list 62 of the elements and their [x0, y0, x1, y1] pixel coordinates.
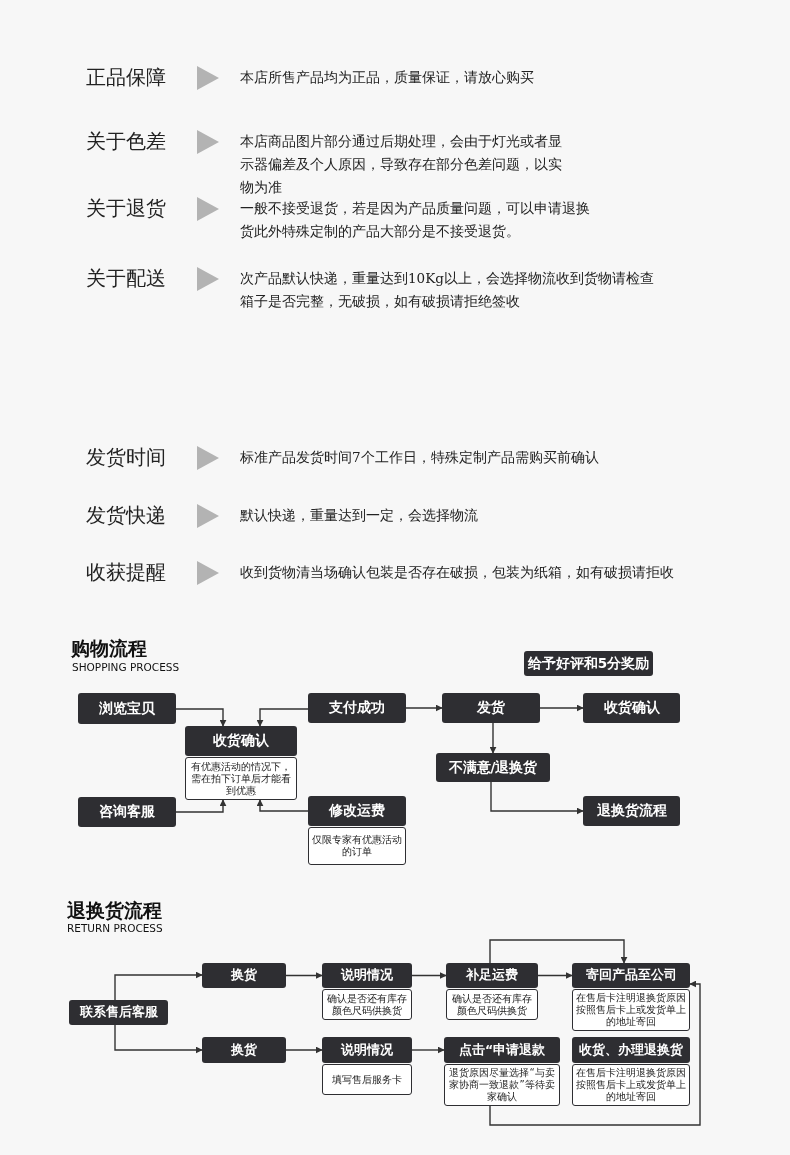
row-heading: 关于色差 [86, 128, 166, 155]
process-box: 收货确认 [185, 726, 297, 756]
arrow [285, 1046, 323, 1054]
description-text: 一般不接受退货，若是因为产品质量问题，可以申请退换货此外特殊定制的产品大部分是不接受退货。 [240, 199, 591, 241]
row-heading: 收获提醒 [86, 559, 166, 586]
process-box: 不满意/退换货 [436, 753, 550, 782]
section-title: 购物流程 [71, 636, 147, 661]
arrow [411, 972, 447, 979]
section-subtitle: SHOPPING PROCESS [72, 661, 180, 673]
note-box: 退货原因尽量选择“与卖家协商一致退款”等待卖家确认 [444, 1064, 560, 1106]
description-text: 本店所售产品均为正品，质量保证，请放心购买 [240, 68, 535, 87]
process-box: 退换货流程 [583, 796, 680, 826]
note-box: 仅限专家有优惠活动的订单 [308, 827, 406, 865]
note-box: 有优惠活动的情况下，需在拍下订单后才能看到优惠 [185, 757, 297, 800]
note-box: 确认是否还有库存颜色尺码供换货 [322, 989, 412, 1020]
description-text: 收到货物清当场确认包装是否存在破损，包装为纸箱，如有破损请拒收 [240, 563, 675, 582]
arrow [537, 972, 573, 979]
process-box: 收货确认 [583, 693, 680, 723]
process-box: 咨询客服 [78, 797, 176, 827]
arrow [256, 799, 309, 812]
note-box: 填写售后服务卡 [322, 1064, 412, 1095]
row-heading: 发货快递 [86, 502, 166, 529]
arrow [539, 704, 584, 712]
process-box: 浏览宝贝 [78, 693, 176, 724]
process-box: 给予好评和5分奖励 [524, 651, 653, 676]
process-box: 说明情况 [322, 963, 412, 988]
description-text: 标准产品发货时间7个工作日，特殊定制产品需购买前确认 [240, 448, 600, 467]
arrow [175, 708, 227, 727]
arrow [490, 781, 584, 815]
arrow [489, 980, 701, 1126]
process-box: 换货 [202, 1037, 286, 1063]
process-box: 收货、办理退换货 [572, 1037, 690, 1063]
process-box: 说明情况 [322, 1037, 412, 1063]
process-box: 寄回产品至公司 [572, 963, 690, 988]
description-text: 次产品默认快递，重量达到10Kg以上，会选择物流收到货物请检查箱子是否完整，无破损，如有破损请拒绝签收 [240, 269, 655, 311]
process-box: 支付成功 [308, 693, 406, 723]
row-heading: 关于退货 [86, 195, 166, 222]
process-box: 补足运费 [446, 963, 538, 988]
arrow [411, 1046, 445, 1054]
arrow [405, 704, 443, 712]
description-text: 本店商品图片部分通过后期处理，会由于灯光或者显示器偏差及个人原因，导致存在部分色差问题，以实物为准 [240, 132, 563, 197]
row-heading: 关于配送 [86, 265, 166, 292]
arrow [285, 972, 323, 979]
note-box: 在售后卡注明退换货原因按照售后卡上或发货单上的地址寄回 [572, 1064, 690, 1106]
note-box: 确认是否还有库存颜色尺码供换货 [446, 989, 538, 1020]
arrow [175, 799, 227, 813]
section-subtitle: RETURN PROCESS [67, 922, 163, 934]
description-text: 默认快递，重量达到一定，会选择物流 [240, 506, 479, 525]
arrow [114, 971, 203, 1001]
arrow [114, 1024, 203, 1054]
arrow [489, 722, 497, 754]
process-box: 发货 [442, 693, 540, 723]
arrow [489, 939, 628, 964]
arrow [256, 708, 309, 727]
process-box: 点击“申请退款 [444, 1037, 560, 1063]
note-box: 在售后卡注明退换货原因按照售后卡上或发货单上的地址寄回 [572, 989, 690, 1031]
process-box: 换货 [202, 963, 286, 988]
row-heading: 发货时间 [86, 444, 166, 471]
row-heading: 正品保障 [86, 64, 166, 91]
section-title: 退换货流程 [67, 898, 162, 923]
process-box: 联系售后客服 [69, 1000, 168, 1025]
process-box: 修改运费 [308, 796, 406, 826]
